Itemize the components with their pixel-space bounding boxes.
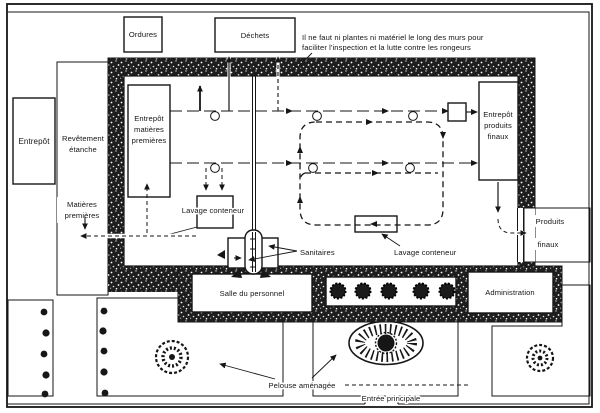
- machine-box: [447, 102, 467, 122]
- administration-label: Administration: [485, 288, 535, 297]
- sanitaires-label: Sanitaires: [300, 248, 335, 257]
- lavage-conteneur-2-label: Lavage conteneur: [394, 248, 457, 257]
- receiving-flow: [78, 183, 196, 239]
- container-wash-1: Lavage conteneur: [162, 168, 246, 237]
- pelouse-amenagee-label: Pelouse aménagée: [268, 381, 335, 390]
- epf-label2: produits: [484, 121, 512, 130]
- epf-label3: finaux: [488, 132, 509, 141]
- emp-label1: Entrepôt: [134, 114, 164, 123]
- epf-label1: Entrepôt: [483, 110, 513, 119]
- matieres-premieres-label: Matières: [67, 200, 97, 209]
- dechets-label: Déchets: [241, 31, 270, 40]
- revetement-etanche-label2: étanche: [69, 145, 97, 154]
- entrepot-label: Entrepôt: [18, 137, 50, 146]
- administration-room: [467, 271, 554, 314]
- lavage-conteneur-1-label: Lavage conteneur: [182, 206, 245, 215]
- production-line-1: [170, 102, 478, 122]
- revetement-etanche-label: Revêtement: [62, 134, 105, 143]
- bush-right: [525, 343, 555, 373]
- lawn-left: [7, 299, 54, 397]
- dechets-box: [214, 17, 296, 53]
- produits-finaux-label: Produits: [536, 217, 565, 226]
- south-wing: Salle du personnel Administration: [191, 271, 554, 314]
- ordures-box: [123, 16, 163, 53]
- ordures-label: Ordures: [129, 30, 157, 39]
- container-wash-2: Lavage conteneur: [381, 233, 457, 257]
- door-arrow-left: [217, 250, 225, 259]
- staff-room: [191, 273, 313, 313]
- shrub-rows: [40, 307, 109, 398]
- waste-containers: Ordures Déchets: [123, 16, 296, 53]
- emp-label2: matières: [134, 125, 164, 134]
- note-leader-line: [298, 52, 313, 67]
- grounds-labels: Pelouse aménagée Entrée principale: [219, 354, 468, 405]
- finished-products-dock: Produits finaux: [523, 207, 591, 263]
- sanitary-block: Sanitaires: [217, 229, 335, 278]
- matieres-premieres-label2: premières: [65, 211, 100, 220]
- salle-du-personnel-label: Salle du personnel: [220, 289, 285, 298]
- produits-finaux-label2: finaux: [538, 240, 559, 249]
- production-line-2: [170, 160, 478, 173]
- bush-center: [154, 339, 190, 375]
- entree-principale-label: Entrée principale: [362, 394, 421, 403]
- finished-products-store: [478, 81, 519, 181]
- shrub-column-center: [99, 307, 109, 397]
- sanitary-pill: [244, 229, 263, 275]
- flower-bed: [348, 320, 424, 366]
- main-entrance-gap-ticks: [364, 397, 399, 404]
- lawn-right: [491, 284, 591, 397]
- figure-frame: [6, 3, 593, 408]
- door-arrow-down-left: [231, 269, 242, 278]
- wall-inspection-note: Il ne faut ni plantes ni matériel le lon…: [298, 33, 484, 67]
- process-loop: [297, 119, 446, 233]
- door-arrow-down-right: [260, 269, 271, 278]
- shrub-column-left: [40, 308, 50, 398]
- waste-arrows: [197, 53, 281, 111]
- planter-plants: [329, 282, 456, 300]
- note-line-2: faciliter l'inspection et la lutte contr…: [302, 43, 471, 52]
- hall-interior: Entrepôt matières premières Entrepôt pro…: [78, 53, 527, 278]
- emp-label3: premières: [132, 136, 167, 145]
- shipping-flow: [495, 182, 527, 236]
- note-line-1: Il ne faut ni plantes ni matériel le lon…: [302, 33, 484, 42]
- external-warehouse: Entrepôt: [12, 97, 56, 185]
- label-patch: [59, 131, 107, 157]
- raw-materials-store: [127, 84, 171, 198]
- label-patch: [57, 197, 107, 223]
